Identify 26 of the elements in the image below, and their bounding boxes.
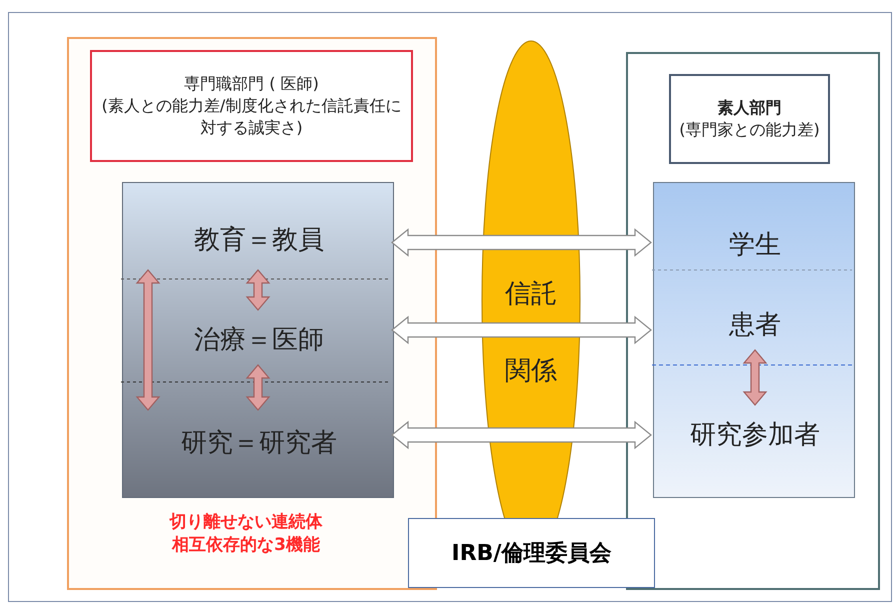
role-label: 患者 [729, 309, 781, 342]
double-arrow [391, 316, 652, 344]
double-arrow [136, 269, 160, 411]
role-label: 治療＝医師 [194, 324, 324, 357]
double-arrow [246, 269, 270, 311]
heading-text: 素人部門 [718, 97, 782, 119]
heading-text: 専門職部門 ( 医師) [184, 73, 319, 95]
committee-label: IRB/倫理委員会 [452, 540, 612, 568]
heading-box [669, 74, 830, 164]
double-arrow [742, 349, 768, 406]
relation-label: 信託関係 [504, 278, 558, 388]
role-label: 研究＝研究者 [181, 426, 337, 460]
function-box [122, 182, 394, 498]
role-label: 研究参加者 [690, 419, 820, 452]
description-text: (素人との能力差/制度化された信託責任に対する誠実さ) [100, 95, 402, 139]
note-text: 切り離せない連続体相互依存的な3機能 [168, 511, 324, 557]
double-arrow [391, 420, 652, 450]
double-arrow [391, 228, 652, 257]
heading-box [90, 50, 413, 162]
role-box [653, 182, 855, 498]
committee-box [408, 518, 655, 588]
description-text: (専門家との能力差) [679, 119, 820, 141]
group-panel [626, 52, 880, 590]
role-label: 学生 [729, 229, 781, 262]
role-label: 教育＝教員 [194, 224, 324, 257]
double-arrow [246, 364, 270, 411]
